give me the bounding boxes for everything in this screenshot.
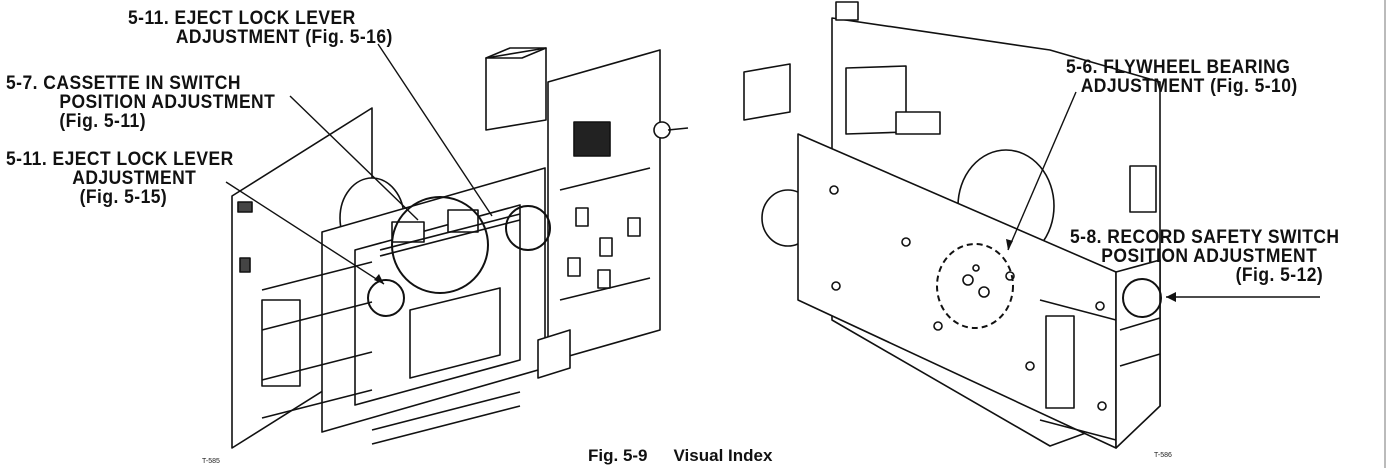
- figure-caption: Fig. 5-9 Visual Index: [588, 446, 798, 466]
- callout-line: ADJUSTMENT: [72, 168, 197, 189]
- left-cassette-mechanism: [225, 43, 689, 449]
- callout-line: (Fig. 5-15): [79, 187, 168, 208]
- callout-record-safety-switch: 5-8. RECORD SAFETY SWITCH POSITION ADJUS…: [1070, 228, 1340, 285]
- left-drawing-code: T-585: [202, 458, 220, 465]
- right-drawing-code: T-586: [1154, 452, 1172, 459]
- callout-line: (Fig. 5-11): [59, 111, 147, 132]
- callout-line: (Fig. 5-12): [1235, 265, 1324, 286]
- callout-line: POSITION ADJUSTMENT: [59, 92, 276, 113]
- right-cassette-mechanism: [743, 1, 1320, 449]
- callout-cassette-in-switch: 5-7. CASSETTE IN SWITCH POSITION ADJUSTM…: [6, 74, 275, 131]
- figure-title: Visual Index: [673, 446, 773, 465]
- callout-line: 5-8. RECORD SAFETY SWITCH: [1070, 227, 1340, 248]
- callout-line: 5-11. EJECT LOCK LEVER: [128, 8, 356, 29]
- callout-eject-lock-lever-left: 5-11. EJECT LOCK LEVER ADJUSTMENT (Fig. …: [6, 150, 234, 207]
- callout-line: 5-11. EJECT LOCK LEVER: [6, 149, 234, 170]
- callout-line: ADJUSTMENT (Fig. 5-10): [1080, 76, 1298, 97]
- callout-eject-lock-lever-top: 5-11. EJECT LOCK LEVER ADJUSTMENT (Fig. …: [128, 9, 393, 47]
- callout-line: ADJUSTMENT (Fig. 5-16): [175, 27, 393, 48]
- callout-line: 5-6. FLYWHEEL BEARING: [1066, 57, 1291, 78]
- callout-flywheel-bearing: 5-6. FLYWHEEL BEARING ADJUSTMENT (Fig. 5…: [1066, 58, 1298, 96]
- figure-number: Fig. 5-9: [588, 446, 648, 465]
- callout-line: 5-7. CASSETTE IN SWITCH: [6, 73, 241, 94]
- callout-line: POSITION ADJUSTMENT: [1101, 246, 1318, 267]
